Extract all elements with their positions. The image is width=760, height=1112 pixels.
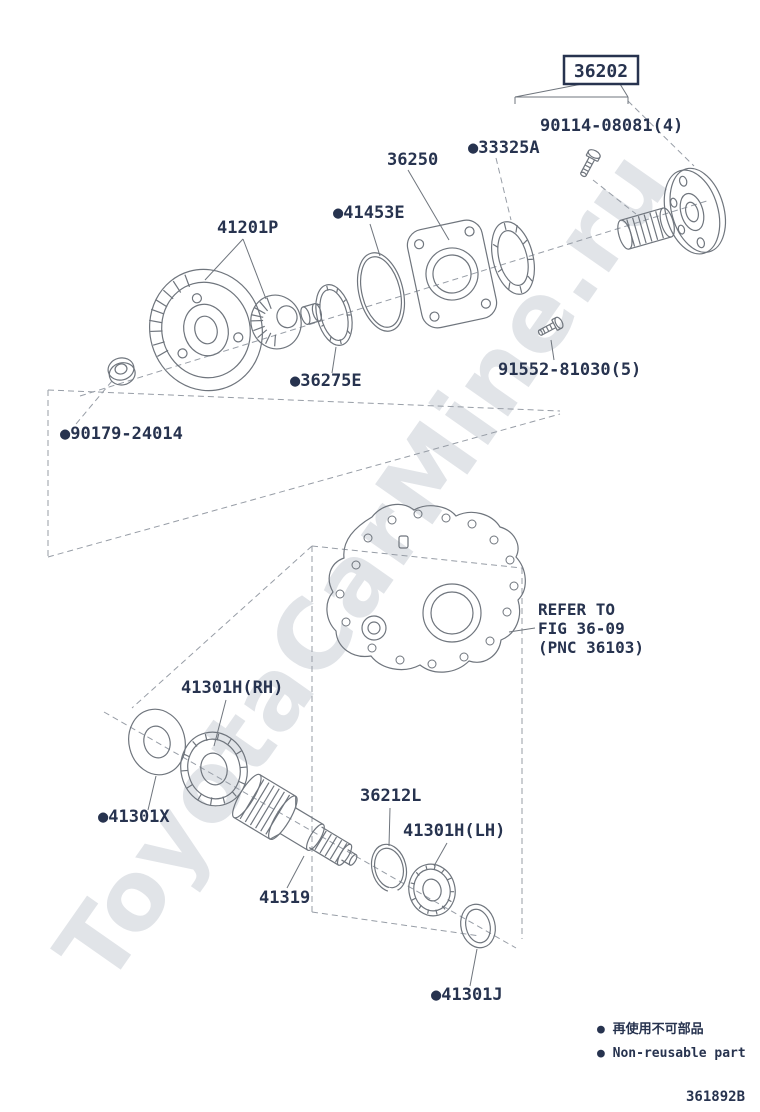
o-ring-drawing <box>356 252 406 332</box>
spacer-drawing <box>491 221 535 295</box>
pinion-shaft-drawing <box>232 773 358 866</box>
oil-seal-drawing <box>460 903 496 949</box>
legend-non-reusable-jp: ● 再使用不可部品 <box>597 1021 704 1037</box>
companion-flange-drawing <box>663 167 727 255</box>
bearing-retainer-drawing <box>406 219 498 329</box>
bearing-rh-drawing <box>180 731 248 807</box>
case-bolt-drawing <box>537 316 564 336</box>
label-36250: 36250 <box>387 150 438 170</box>
spline-sleeve-drawing <box>617 207 675 250</box>
label-41301J: ●41301J <box>431 985 503 1005</box>
bearing-lh-drawing <box>408 863 456 917</box>
label-36212L: 36212L <box>360 786 421 806</box>
ring-gear-drawing <box>149 268 263 392</box>
label-36275E: ●36275E <box>290 371 362 391</box>
snap-ring-drawing <box>370 843 408 896</box>
label-41301X: ●41301X <box>98 807 170 827</box>
label-41301H-RH: 41301H(RH) <box>181 678 283 698</box>
label-90179-24014: ●90179-24014 <box>60 424 183 444</box>
watermark-text: ToyotaCarMine.ru <box>34 130 692 1002</box>
label-33325A: ●33325A <box>468 138 540 158</box>
label-41319: 41319 <box>259 888 310 908</box>
washer-drawing <box>128 708 186 776</box>
label-41201P: 41201P <box>217 218 278 238</box>
nut-drawing <box>107 357 136 386</box>
bevel-gear-drawing <box>250 294 323 350</box>
label-41301H-LH: 41301H(LH) <box>403 821 505 841</box>
label-refer-line2: FIG 36-09 <box>538 619 625 638</box>
drawing-number: 361892B <box>686 1089 745 1105</box>
label-refer-line1: REFER TO <box>538 600 615 619</box>
housing-drawing <box>326 503 526 673</box>
legend-non-reusable-en: ● Non-reusable part <box>597 1046 746 1061</box>
highlight-box <box>562 54 640 86</box>
label-36202: 36202 <box>574 61 628 82</box>
flange-bolt-drawing <box>580 149 601 178</box>
label-91552-81030: 91552-81030(5) <box>498 360 641 380</box>
label-refer-line3: (PNC 36103) <box>538 638 644 657</box>
shim-drawing <box>315 284 353 346</box>
label-90114-08081: 90114-08081(4) <box>540 116 683 136</box>
leader-lines <box>147 83 629 987</box>
label-41453E: ●41453E <box>333 203 405 223</box>
